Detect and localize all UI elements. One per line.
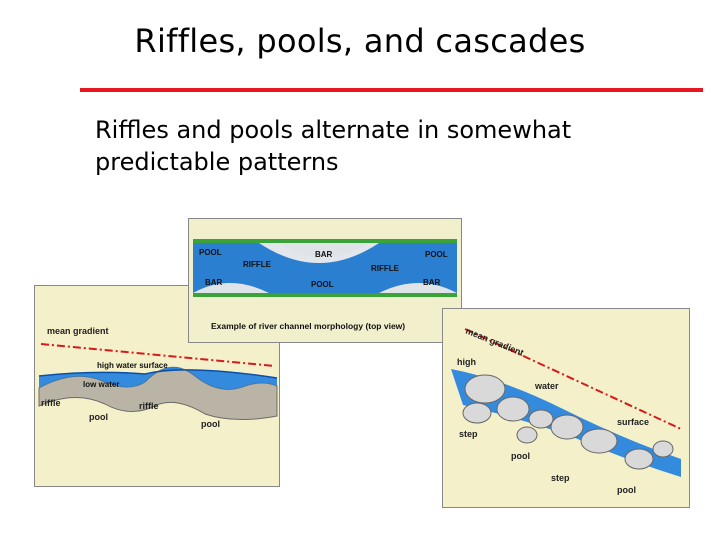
slide-title: Riffles, pools, and cascades [134, 22, 586, 60]
high-label: high [457, 357, 476, 367]
step-label-1: step [459, 429, 478, 439]
bar-label-bl: BAR [205, 278, 223, 287]
title-divider [80, 88, 703, 92]
pool-label-2: pool [201, 419, 220, 429]
mean-gradient-line [40, 343, 276, 367]
water-label: water [534, 381, 559, 391]
pool-label-tl: POOL [199, 248, 222, 257]
step-label-2: step [551, 473, 570, 483]
riffle-label-right: RIFFLE [371, 264, 400, 273]
figure-step-pool-profile: mean gradient high water surface step po… [442, 308, 690, 508]
bar-bottom-left-shape [193, 283, 269, 293]
bullet-text: Riffles and pools alternate in somewhat … [95, 116, 572, 176]
low-water-label: low water [83, 380, 119, 389]
pool-label-bottom: POOL [311, 280, 334, 289]
riffle-label-1: riffle [41, 398, 61, 408]
figure-channel-topview: POOL BAR POOL RIFFLE RIFFLE BAR POOL BAR… [188, 218, 462, 343]
figure-caption: Example of river channel morphology (top… [211, 321, 405, 331]
mean-gradient-line [464, 328, 682, 430]
high-water-label: high water surface [97, 361, 168, 370]
pool-label-1: pool [511, 451, 530, 461]
surface-label: surface [617, 417, 649, 427]
pool-label-tr: POOL [425, 250, 448, 259]
mean-gradient-label: mean gradient [464, 326, 525, 358]
boulders [462, 374, 674, 470]
bar-label-top: BAR [315, 250, 333, 259]
riffle-label-2: riffle [139, 401, 159, 411]
high-water-line [38, 369, 278, 379]
bar-bottom-right-shape [379, 283, 457, 293]
top-bank [193, 239, 457, 243]
pool-label-2: pool [617, 485, 636, 495]
pool-label-1: pool [89, 412, 108, 422]
mean-gradient-label: mean gradient [47, 326, 109, 336]
bar-top-shape [279, 243, 369, 257]
bar-label-br: BAR [423, 278, 441, 287]
bottom-bank [193, 293, 457, 297]
riffle-label-left: RIFFLE [243, 260, 272, 269]
